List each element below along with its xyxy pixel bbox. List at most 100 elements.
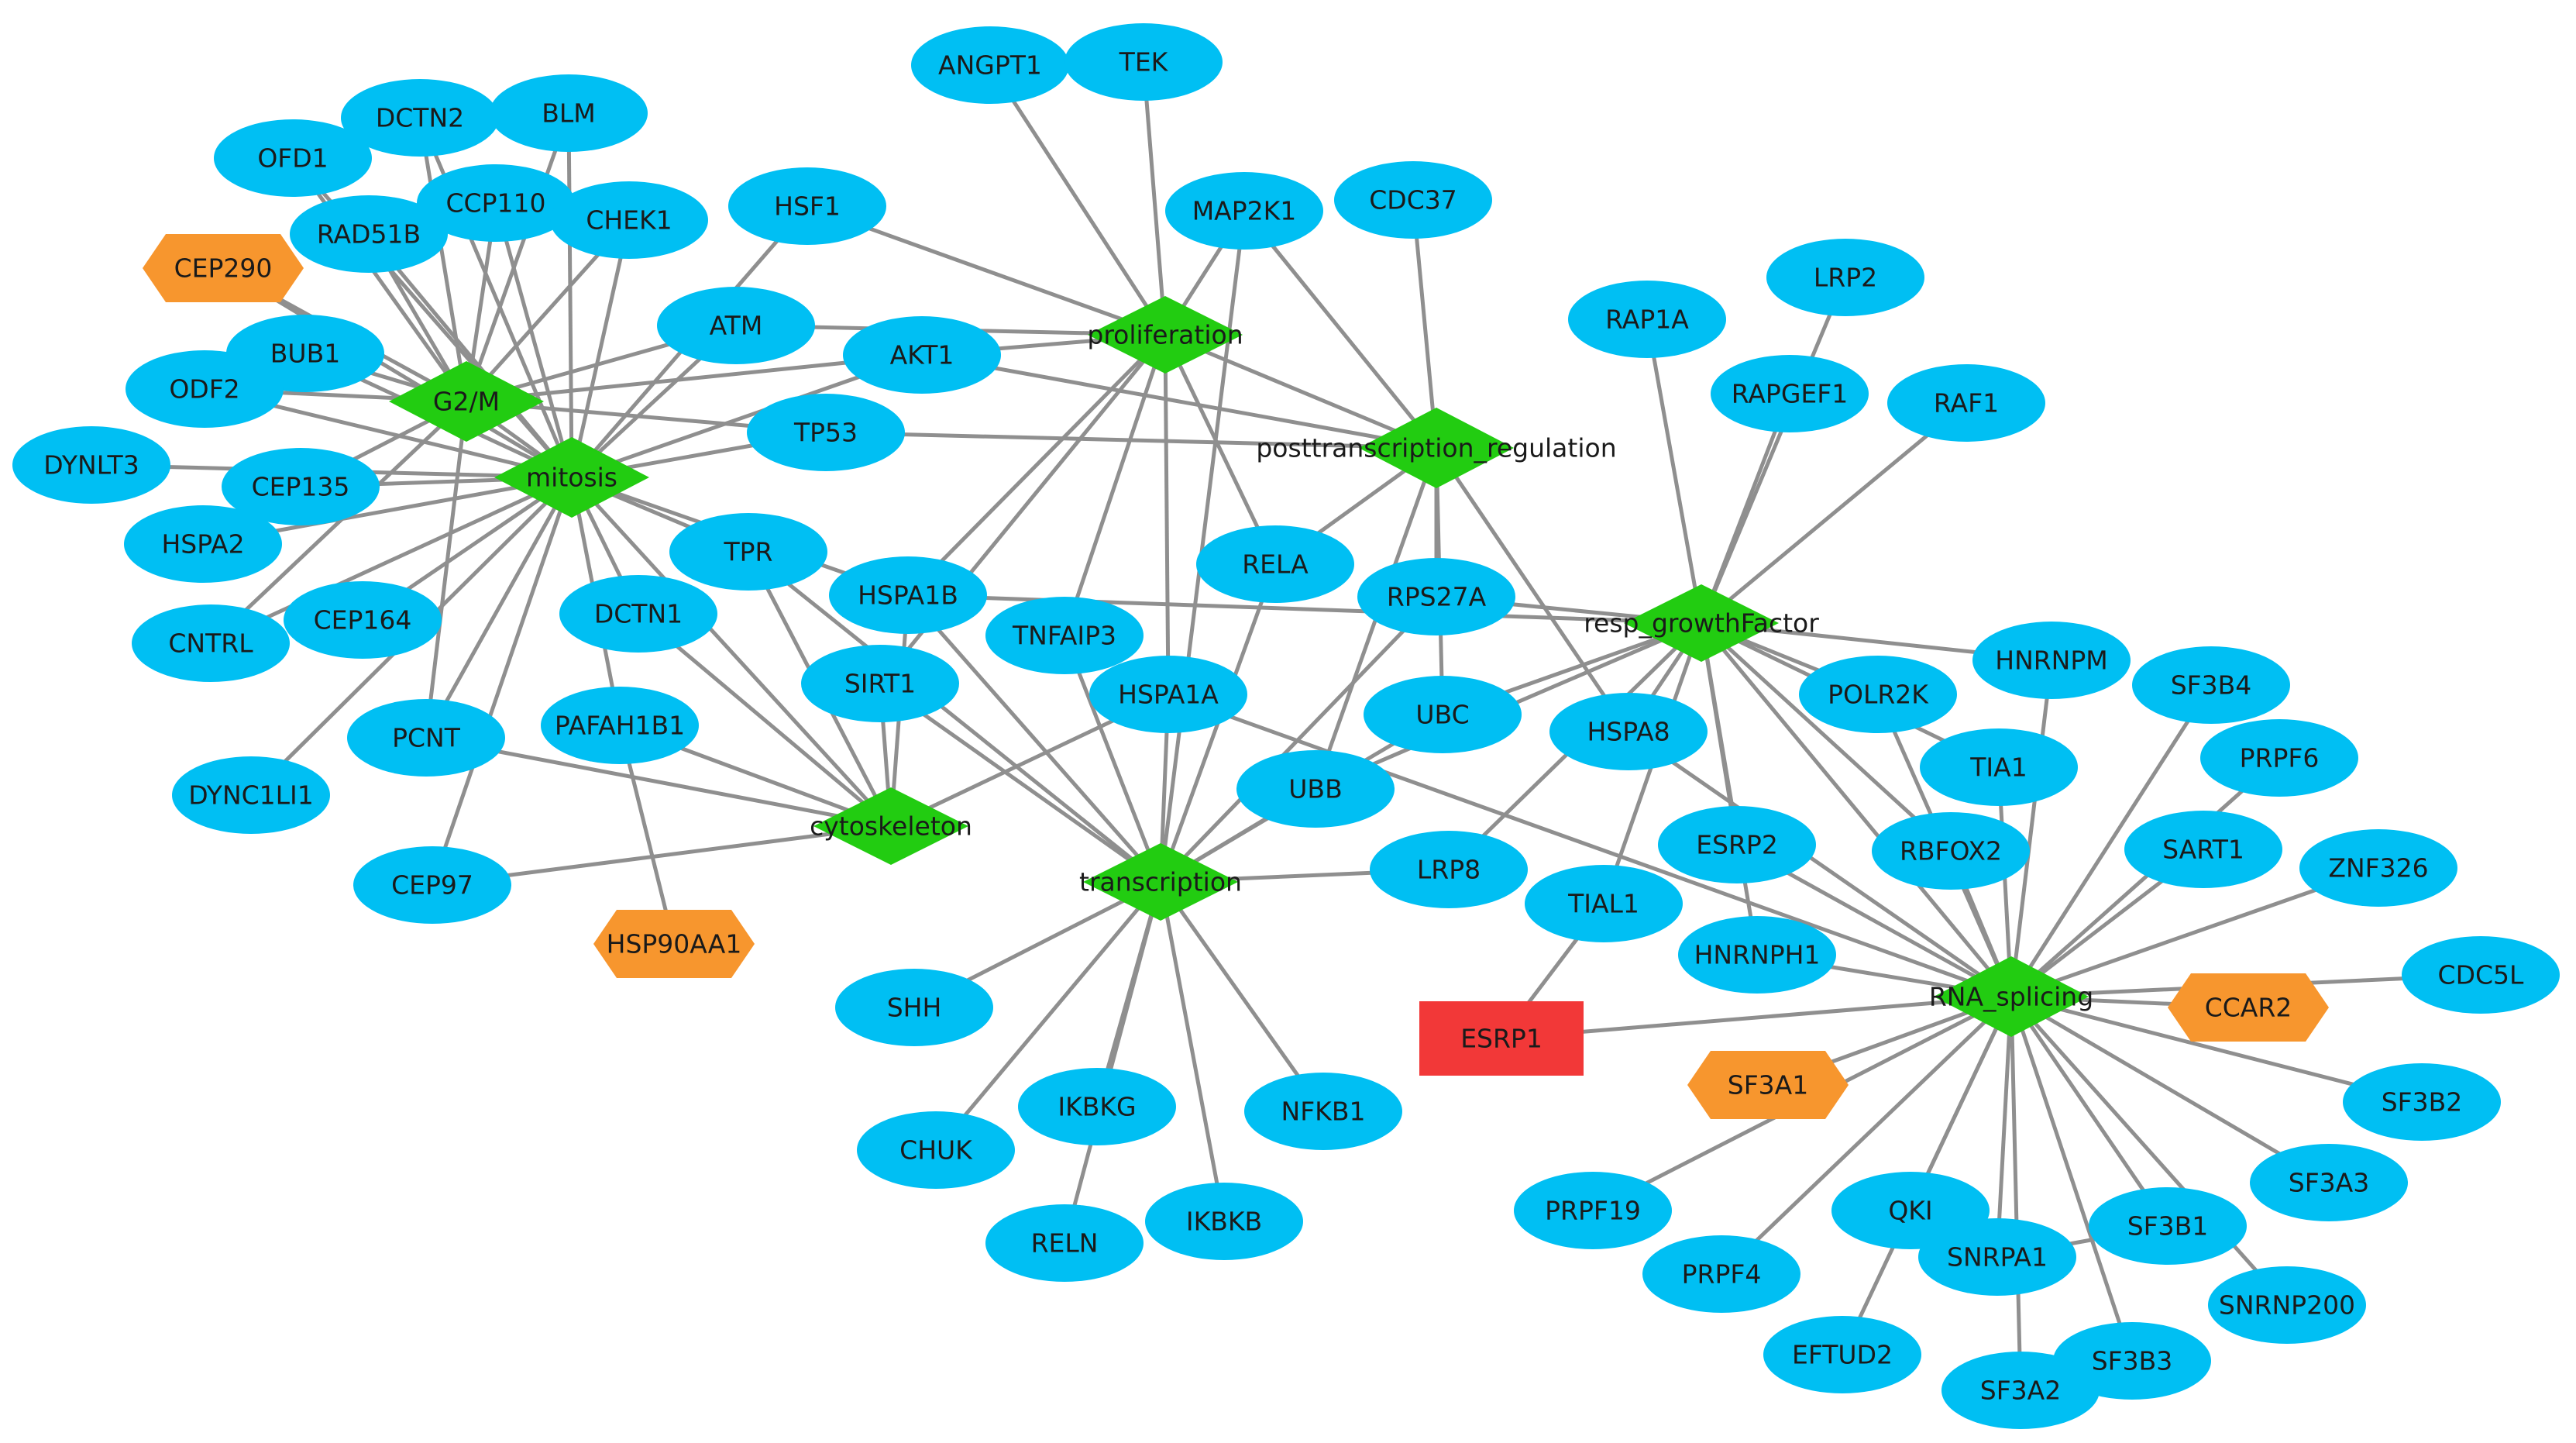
node-sf3b1[interactable]: SF3B1: [2089, 1187, 2247, 1265]
node-tek[interactable]: TEK: [1064, 23, 1223, 101]
node-eftud2[interactable]: EFTUD2: [1763, 1316, 1921, 1393]
node-tial1[interactable]: TIAL1: [1525, 865, 1683, 942]
node-cdc5l[interactable]: CDC5L: [2402, 936, 2560, 1014]
node-sf3b4[interactable]: SF3B4: [2132, 646, 2290, 724]
node-shape-tnfaip3: [985, 597, 1144, 674]
node-prpf4[interactable]: PRPF4: [1642, 1235, 1800, 1313]
node-esrp1[interactable]: ESRP1: [1419, 1001, 1584, 1076]
node-label-posttranscription-regulation: posttranscription_regulation: [1256, 433, 1616, 463]
edge-transcription-tnfaip3: [1062, 635, 1163, 883]
node-odf2[interactable]: ODF2: [126, 350, 284, 428]
node-label-dctn2: DCTN2: [376, 103, 464, 133]
node-tia1[interactable]: TIA1: [1920, 728, 2078, 806]
node-snrpa1[interactable]: SNRPA1: [1918, 1218, 2076, 1296]
node-hspa2[interactable]: HSPA2: [124, 505, 282, 583]
node-snrnp200[interactable]: SNRNP200: [2208, 1266, 2366, 1344]
node-ccar2[interactable]: CCAR2: [2168, 973, 2329, 1042]
node-rbfox2[interactable]: RBFOX2: [1872, 812, 2030, 890]
node-tp53[interactable]: TP53: [747, 394, 905, 471]
node-hspa8[interactable]: HSPA8: [1549, 693, 1708, 770]
node-g2-m[interactable]: G2/M: [389, 361, 544, 442]
node-shh[interactable]: SHH: [835, 969, 993, 1046]
node-ubc[interactable]: UBC: [1364, 676, 1522, 753]
edge-cntrl-mitosis: [209, 475, 573, 646]
node-label-tpr: TPR: [724, 537, 773, 567]
node-lrp8[interactable]: LRP8: [1370, 831, 1528, 908]
node-znf326[interactable]: ZNF326: [2299, 829, 2457, 907]
node-map2k1[interactable]: MAP2K1: [1165, 172, 1323, 250]
node-label-ubb: UBB: [1288, 774, 1342, 804]
node-angpt1[interactable]: ANGPT1: [911, 26, 1069, 104]
node-pafah1b1[interactable]: PAFAH1B1: [541, 687, 699, 764]
node-esrp2[interactable]: ESRP2: [1658, 806, 1816, 883]
edge-rna-splicing-hnrnpm: [2009, 660, 2054, 997]
node-sart1[interactable]: SART1: [2124, 811, 2282, 888]
node-hnrnpm[interactable]: HNRNPM: [1972, 622, 2131, 699]
node-dync1li1[interactable]: DYNC1LI1: [172, 756, 330, 834]
node-hsf1[interactable]: HSF1: [728, 167, 886, 245]
node-shape-rapgef1: [1711, 355, 1869, 432]
node-prpf19[interactable]: PRPF19: [1514, 1172, 1672, 1249]
node-rps27a[interactable]: RPS27A: [1357, 558, 1515, 635]
node-tnfaip3[interactable]: TNFAIP3: [985, 597, 1144, 674]
node-resp-growthfactor[interactable]: resp_growthFactor: [1584, 584, 1819, 662]
edge-akt1-posttranscription-regulation: [921, 353, 1437, 450]
node-transcription[interactable]: transcription: [1079, 843, 1242, 921]
node-label-odf2: ODF2: [169, 374, 239, 405]
node-cntrl[interactable]: CNTRL: [132, 604, 290, 682]
node-hspa1b[interactable]: HSPA1B: [829, 556, 987, 634]
node-proliferation[interactable]: proliferation: [1087, 296, 1243, 374]
node-lrp2[interactable]: LRP2: [1766, 239, 1924, 316]
node-hspa1a[interactable]: HSPA1A: [1089, 656, 1247, 733]
node-hnrnph1[interactable]: HNRNPH1: [1678, 916, 1836, 994]
node-mitosis[interactable]: mitosis: [494, 437, 649, 518]
node-label-ubc: UBC: [1415, 700, 1469, 730]
node-ikbkb[interactable]: IKBKB: [1145, 1183, 1303, 1260]
node-raf1[interactable]: RAF1: [1887, 364, 2045, 442]
node-polr2k[interactable]: POLR2K: [1799, 656, 1957, 733]
node-cdc37[interactable]: CDC37: [1334, 161, 1492, 239]
node-blm[interactable]: BLM: [490, 74, 648, 152]
node-reln[interactable]: RELN: [985, 1204, 1144, 1282]
node-akt1[interactable]: AKT1: [843, 316, 1001, 394]
node-cep164[interactable]: CEP164: [284, 581, 442, 659]
node-ofd1[interactable]: OFD1: [214, 119, 372, 197]
node-rela[interactable]: RELA: [1196, 525, 1354, 603]
node-rap1a[interactable]: RAP1A: [1568, 281, 1726, 358]
node-chek1[interactable]: CHEK1: [550, 181, 708, 259]
node-tpr[interactable]: TPR: [669, 513, 827, 591]
node-dynlt3[interactable]: DYNLT3: [12, 426, 170, 504]
node-label-cntrl: CNTRL: [168, 629, 253, 659]
node-cytoskeleton[interactable]: cytoskeleton: [810, 787, 972, 865]
node-sf3a1[interactable]: SF3A1: [1687, 1051, 1849, 1119]
node-prpf6[interactable]: PRPF6: [2200, 719, 2358, 797]
node-sirt1[interactable]: SIRT1: [801, 645, 959, 722]
node-dctn2[interactable]: DCTN2: [341, 79, 499, 157]
node-rna-splicing[interactable]: RNA_splicing: [1929, 956, 2093, 1037]
node-cep97[interactable]: CEP97: [353, 846, 511, 924]
node-shape-ccp110: [417, 164, 575, 242]
node-ccp110[interactable]: CCP110: [417, 164, 575, 242]
node-dctn1[interactable]: DCTN1: [559, 575, 717, 653]
node-label-resp-growthfactor: resp_growthFactor: [1584, 608, 1819, 639]
node-cep290[interactable]: CEP290: [143, 234, 304, 302]
node-ikbkg[interactable]: IKBKG: [1018, 1068, 1176, 1145]
node-rapgef1[interactable]: RAPGEF1: [1711, 355, 1869, 432]
node-sf3a3[interactable]: SF3A3: [2250, 1144, 2408, 1221]
node-rad51b[interactable]: RAD51B: [290, 195, 448, 273]
node-pcnt[interactable]: PCNT: [347, 699, 505, 777]
node-chuk[interactable]: CHUK: [857, 1111, 1015, 1189]
node-cep135[interactable]: CEP135: [222, 448, 380, 525]
node-atm[interactable]: ATM: [657, 287, 815, 364]
node-nfkb1[interactable]: NFKB1: [1244, 1073, 1402, 1150]
node-ubb[interactable]: UBB: [1236, 750, 1395, 828]
node-sf3a2[interactable]: SF3A2: [1941, 1352, 2100, 1429]
edge-cntrl-g2-m: [209, 400, 468, 645]
node-posttranscription-regulation[interactable]: posttranscription_regulation: [1256, 408, 1617, 488]
node-sf3b2[interactable]: SF3B2: [2343, 1063, 2501, 1141]
node-hsp90aa1[interactable]: HSP90AA1: [593, 910, 755, 978]
edge-cep290-mitosis: [222, 266, 573, 480]
node-label-prpf4: PRPF4: [1682, 1259, 1762, 1290]
node-label-snrnp200: SNRNP200: [2219, 1290, 2355, 1321]
node-shape-dync1li1: [172, 756, 330, 834]
